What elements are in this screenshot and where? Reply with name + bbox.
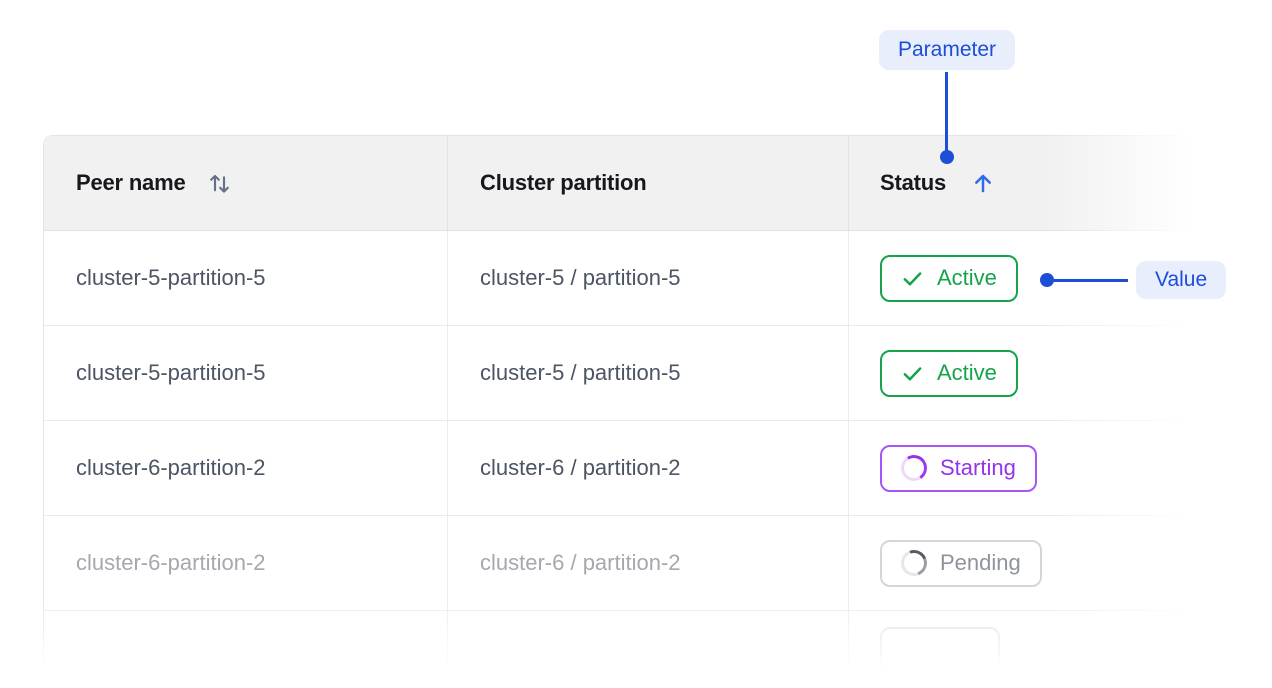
peer-name-header-label: Peer name xyxy=(76,170,186,195)
table-row: cluster-5-partition-5 cluster-5 / partit… xyxy=(44,231,1272,326)
status-header-label: Status xyxy=(880,170,947,195)
status-cell: Active xyxy=(848,326,1272,420)
status-cell xyxy=(848,611,1272,688)
table-row: cluster-5-partition-5 cluster-5 / partit… xyxy=(44,326,1272,421)
parameter-callout-label: Parameter xyxy=(878,30,1016,70)
status-badge-label: Pending xyxy=(940,550,1021,575)
status-badge-active: Active xyxy=(880,349,1018,397)
status-badge-label: Active xyxy=(937,265,997,290)
cluster-partition-cell: cluster-6 / partition-2 xyxy=(447,421,848,515)
column-header-peer-name[interactable]: Peer name xyxy=(44,136,447,230)
cluster-partition-cell: cluster-6 / partition-2 xyxy=(447,516,848,610)
status-cell: Pending xyxy=(848,516,1272,610)
cluster-partition-cell: cluster-5 / partition-5 xyxy=(447,326,848,420)
table-header-row: Peer name Cluster partition Status xyxy=(44,136,1272,231)
status-badge-label: Starting xyxy=(940,455,1016,480)
status-cell: Starting xyxy=(848,421,1272,515)
cluster-partition-cell: cluster-5 / partition-5 xyxy=(447,231,848,325)
table-row-partial xyxy=(44,611,1272,688)
table-row: cluster-6-partition-2 cluster-6 / partit… xyxy=(44,421,1272,516)
sort-ascending-arrow-icon xyxy=(975,174,992,193)
peer-name-cell: cluster-5-partition-5 xyxy=(76,360,266,385)
status-badge-pending: Pending xyxy=(880,539,1042,587)
spinner-icon xyxy=(896,545,932,581)
cluster-partition-cell xyxy=(447,611,848,688)
check-icon xyxy=(903,271,922,285)
spinner-icon xyxy=(898,452,930,484)
status-badge-partial xyxy=(880,626,1000,673)
peer-name-cell xyxy=(44,611,447,688)
peer-name-cell: cluster-5-partition-5 xyxy=(76,265,266,290)
peer-name-cell: cluster-6-partition-2 xyxy=(76,550,266,575)
table-row: cluster-6-partition-2 cluster-6 / partit… xyxy=(44,516,1272,611)
check-icon xyxy=(903,366,922,380)
column-header-status[interactable]: Status xyxy=(848,136,1272,230)
status-badge-starting: Starting xyxy=(880,444,1037,492)
status-badge-active: Active xyxy=(880,254,1018,302)
status-cell: Active xyxy=(848,231,1272,325)
status-badge-label: Active xyxy=(937,360,997,385)
peers-table: Peer name Cluster partition Status clust… xyxy=(43,135,1272,688)
peer-name-cell: cluster-6-partition-2 xyxy=(76,455,266,480)
cluster-partition-header-label: Cluster partition xyxy=(480,170,647,195)
sort-up-down-icon xyxy=(209,174,229,193)
column-header-cluster-partition[interactable]: Cluster partition xyxy=(447,136,848,230)
